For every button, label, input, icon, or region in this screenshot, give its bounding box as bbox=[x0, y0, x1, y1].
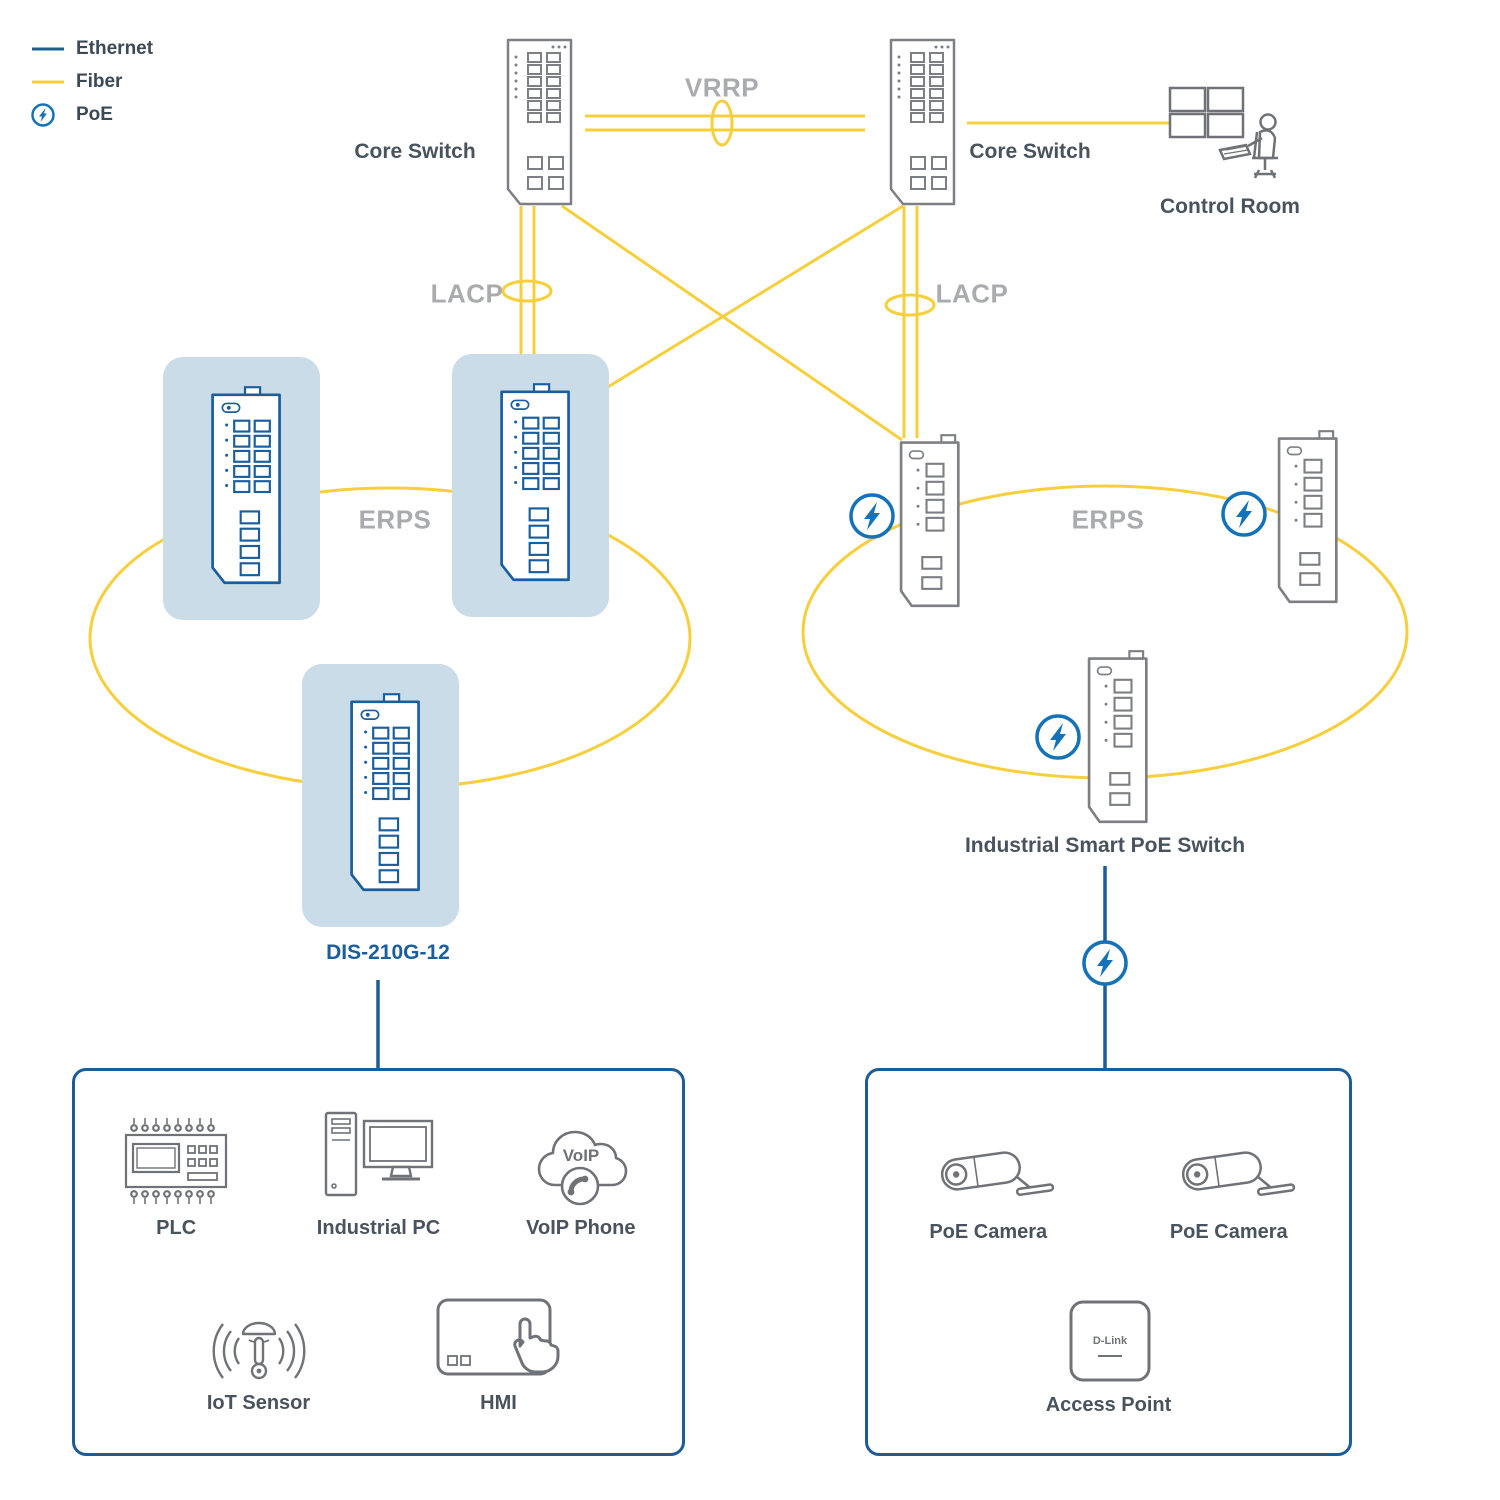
ethernet-line-icon bbox=[32, 47, 64, 50]
device-label-poe-camera-1: PoE Camera bbox=[929, 1221, 1048, 1243]
device-poe-camera-1: PoE Camera bbox=[898, 1099, 1078, 1244]
legend-label-poe: PoE bbox=[76, 103, 113, 125]
poe-badge-icon-1 bbox=[849, 493, 895, 539]
legend: Ethernet Fiber PoE bbox=[30, 36, 153, 127]
lacp-left-aggregation-oval bbox=[501, 279, 553, 303]
voip-phone-icon bbox=[516, 1107, 646, 1209]
vrrp-aggregation-oval bbox=[710, 99, 734, 147]
dis-switch-label: DIS-210G-12 bbox=[326, 941, 450, 964]
core-switch-right-icon bbox=[889, 38, 956, 206]
iot-sensor-icon bbox=[212, 1321, 305, 1380]
device-label-hmi: HMI bbox=[480, 1392, 517, 1414]
device-label-industrial-pc: Industrial PC bbox=[316, 1217, 441, 1239]
erps-right-label: ERPS bbox=[1071, 504, 1145, 535]
legend-label-ethernet: Ethernet bbox=[76, 37, 154, 59]
device-hmi: HMI bbox=[409, 1270, 589, 1415]
poe-switch-icon-bottom bbox=[1087, 649, 1148, 824]
erps-left-label: ERPS bbox=[358, 504, 432, 535]
poe-switch-icon-left bbox=[899, 433, 960, 608]
control-room-icon bbox=[1168, 86, 1280, 180]
dis-switch-icon-2 bbox=[500, 382, 570, 582]
lacp-left-label: LACP bbox=[430, 278, 504, 309]
device-label-poe-camera-2: PoE Camera bbox=[1169, 1221, 1288, 1243]
device-voip-phone: VoIP Phone bbox=[491, 1095, 671, 1240]
device-iot-sensor: IoT Sensor bbox=[169, 1270, 349, 1415]
poe-switch-icon-right bbox=[1277, 429, 1338, 604]
poe-bolt-icon bbox=[31, 102, 55, 127]
fiber-line-icon bbox=[32, 80, 64, 83]
poe-badge-icon-2 bbox=[1221, 491, 1267, 537]
lacp-right-label: LACP bbox=[935, 278, 1009, 309]
poe-camera-icon-2 bbox=[1179, 1145, 1296, 1207]
poe-badge-icon-3 bbox=[1035, 714, 1081, 760]
dis-switch-icon-3 bbox=[350, 692, 420, 892]
legend-item-poe: PoE bbox=[30, 102, 153, 127]
device-label-plc: PLC bbox=[156, 1217, 197, 1239]
device-poe-camera-2: PoE Camera bbox=[1139, 1099, 1319, 1244]
vrrp-label: VRRP bbox=[684, 72, 760, 103]
legend-item-ethernet: Ethernet bbox=[30, 36, 153, 61]
poe-badge-icon-link bbox=[1082, 940, 1128, 986]
control-room-label: Control Room bbox=[1160, 195, 1300, 218]
access-point-icon bbox=[1069, 1300, 1150, 1382]
plc-icon bbox=[125, 1116, 228, 1206]
cross-fiber-core1-to-right-ring bbox=[561, 204, 903, 442]
device-access-point: Access Point bbox=[1019, 1272, 1199, 1417]
device-label-voip-phone: VoIP Phone bbox=[526, 1217, 636, 1239]
legend-label-fiber: Fiber bbox=[76, 70, 123, 92]
device-label-iot-sensor: IoT Sensor bbox=[206, 1392, 311, 1414]
device-plc: PLC bbox=[86, 1095, 266, 1240]
hmi-icon bbox=[436, 1298, 560, 1376]
core-switch-left-icon bbox=[506, 38, 573, 206]
device-industrial-pc: Industrial PC bbox=[288, 1095, 468, 1240]
legend-item-fiber: Fiber bbox=[30, 69, 153, 94]
industrial-devices-box: PLC Industrial PC VoIP Phone IoT Sens bbox=[72, 1068, 685, 1456]
core-switch-left-label: Core Switch bbox=[354, 140, 476, 163]
industrial-pc-icon bbox=[324, 1111, 434, 1197]
core-switch-right-label: Core Switch bbox=[969, 140, 1091, 163]
poe-switch-label: Industrial Smart PoE Switch bbox=[964, 834, 1246, 857]
lacp-right-aggregation-oval bbox=[884, 293, 936, 317]
poe-devices-box: PoE Camera PoE Camera Access Point bbox=[865, 1068, 1352, 1456]
device-label-access-point: Access Point bbox=[1045, 1394, 1172, 1416]
dis-switch-icon-1 bbox=[211, 385, 281, 585]
cross-fiber-core2-to-left-ring bbox=[589, 204, 904, 400]
poe-camera-icon-1 bbox=[939, 1145, 1055, 1207]
